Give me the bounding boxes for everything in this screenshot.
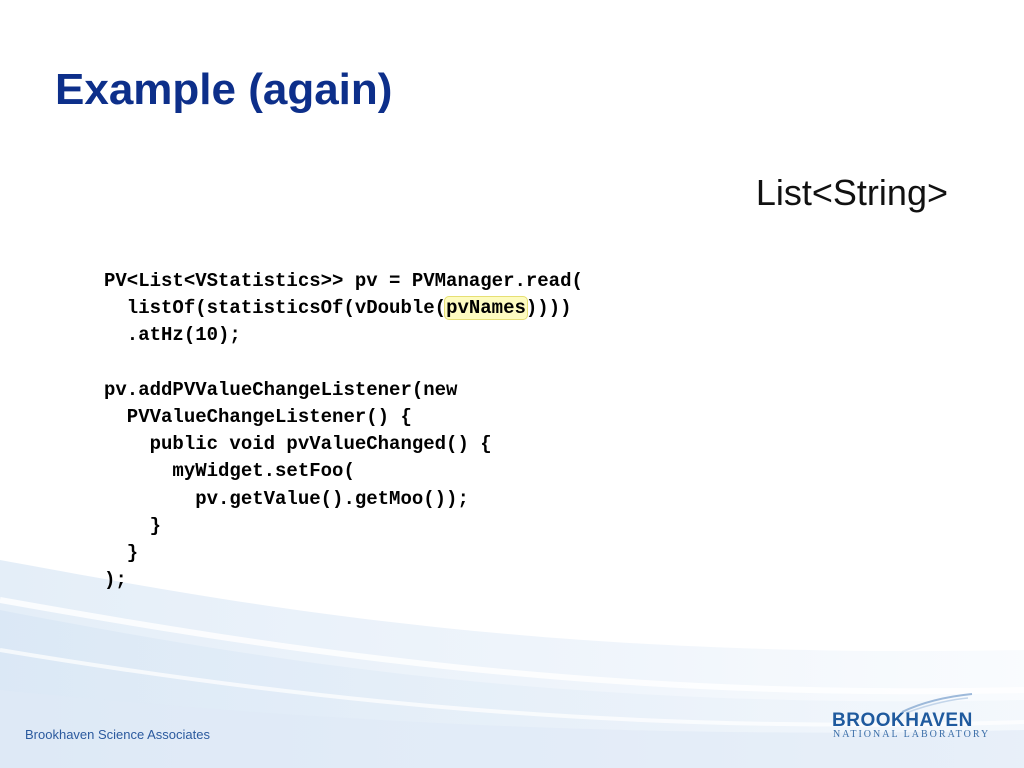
code-line: pv.addPVValueChangeListener(new <box>104 378 458 401</box>
slide-title: Example (again) <box>55 65 393 114</box>
code-line: PV<List<VStatistics>> pv = PVManager.rea… <box>104 270 583 292</box>
type-label: List<String> <box>755 172 948 213</box>
code-block: PV<List<VStatistics>> pv = PVManager.rea… <box>104 268 583 594</box>
code-line: } <box>104 514 162 537</box>
highlighted-code-token: pvNames <box>444 296 528 321</box>
code-line: .atHz(10); <box>104 324 241 347</box>
code-line: PVValueChangeListener() { <box>104 405 412 428</box>
code-line: listOf(statisticsOf(vDouble(pvNames)))) <box>104 295 583 322</box>
logo-wordmark: BROOKHAVEN <box>832 710 973 731</box>
brookhaven-logo: BROOKHAVEN NATIONAL LABORATORY <box>832 692 1002 742</box>
code-segment: listOf(statisticsOf(vDouble( <box>104 297 447 320</box>
code-line: pv.getValue().getMoo()); <box>104 487 469 510</box>
code-line: ); <box>104 569 127 592</box>
logo-arc-icon <box>901 693 973 714</box>
code-line: public void pvValueChanged() { <box>104 433 492 456</box>
code-line: myWidget.setFoo( <box>104 460 355 483</box>
code-blank-line <box>104 350 583 377</box>
logo-subtitle: NATIONAL LABORATORY <box>833 729 991 740</box>
code-segment: )))) <box>525 297 572 320</box>
code-line: } <box>104 541 139 564</box>
footer-organization: Brookhaven Science Associates <box>25 727 210 742</box>
